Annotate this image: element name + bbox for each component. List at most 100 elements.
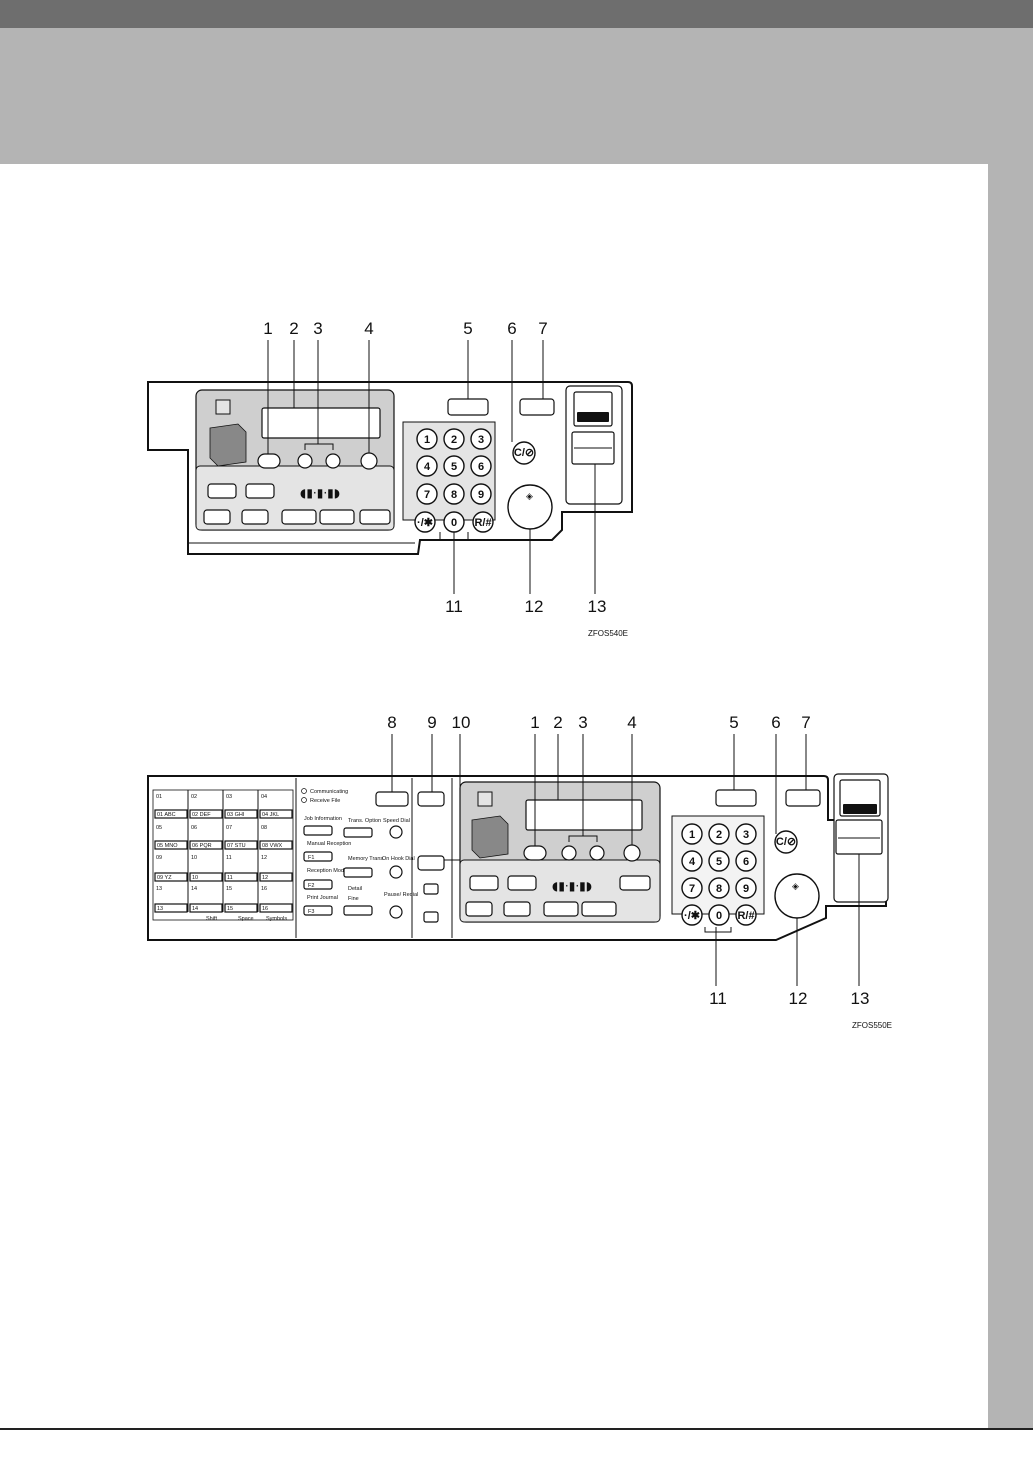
f2-key[interactable]: [303, 879, 333, 890]
fig1-key-star-label: ·/✱: [417, 517, 433, 529]
fig2-key-6[interactable]: [735, 850, 757, 872]
quick-dial-key[interactable]: [189, 840, 223, 850]
quick-dial-key[interactable]: [189, 872, 223, 882]
qd-key-label: 12: [262, 875, 268, 881]
bottom-rule: [0, 1428, 1033, 1430]
quick-dial-key[interactable]: [224, 809, 258, 819]
density-scale: ◖▮·▮·▮◗: [300, 486, 340, 500]
quick-dial-key[interactable]: [189, 903, 223, 913]
fig2-left-arrow-button[interactable]: [561, 845, 577, 861]
fig1-key-5[interactable]: [443, 455, 465, 477]
fig1-left-arrow-button[interactable]: [297, 453, 313, 469]
fig1-btn-5[interactable]: [447, 398, 489, 416]
fig2-key-4[interactable]: [681, 850, 703, 872]
fig1-btn-1[interactable]: [257, 453, 281, 469]
fig2-btn-10[interactable]: [417, 855, 445, 871]
fine-label: Fine: [348, 896, 359, 902]
fig2-callout-9: 9: [427, 713, 436, 732]
fig2-small-key-b[interactable]: [423, 911, 439, 923]
fig2-small-key-a[interactable]: [423, 883, 439, 895]
fig2-btn-9[interactable]: [417, 791, 445, 807]
qd-label: 15: [226, 886, 232, 892]
quick-dial-key[interactable]: [259, 840, 293, 850]
quick-dial-key[interactable]: [259, 809, 293, 819]
fig2-btn-1[interactable]: [523, 845, 547, 861]
qd-label: 14: [191, 886, 197, 892]
qd-label: 07: [226, 825, 232, 831]
fig1-key-8[interactable]: [443, 483, 465, 505]
fig1-key-9[interactable]: [470, 483, 492, 505]
fig2-power-switch[interactable]: [835, 819, 883, 855]
fig1-key-6[interactable]: [470, 455, 492, 477]
fig1-key-8-label: 8: [451, 489, 457, 501]
fig2-key-hash[interactable]: [735, 904, 757, 926]
quick-dial-key[interactable]: [154, 809, 188, 819]
fig1-key-1[interactable]: [416, 428, 438, 450]
fig1-key-2[interactable]: [443, 428, 465, 450]
job-information-key[interactable]: [303, 825, 333, 836]
quick-dial-key[interactable]: [189, 809, 223, 819]
fig2-right-arrow-button[interactable]: [589, 845, 605, 861]
qd-key-label: 08 VWX: [262, 843, 283, 849]
fig1-key-0-label: 0: [451, 517, 457, 529]
fig1-btn-7[interactable]: [519, 398, 555, 416]
fig1-right-arrow-button[interactable]: [325, 453, 341, 469]
fig2-btn-8[interactable]: [375, 791, 409, 807]
detail-label: Detail: [348, 886, 362, 892]
memory-trans-key[interactable]: [343, 867, 373, 878]
resolution-key[interactable]: [343, 905, 373, 916]
f1-key-label: F1: [308, 855, 314, 861]
fig2-clear-stop-label: C/⊘: [776, 836, 796, 848]
fig2-key-5[interactable]: [708, 850, 730, 872]
fig2-start-key[interactable]: [774, 873, 820, 919]
qd-key-label: 06 PQR: [192, 843, 212, 849]
fig2-btn-5[interactable]: [715, 789, 757, 807]
fig1-clear-stop-key[interactable]: [512, 441, 536, 465]
fig2-key-3[interactable]: [735, 823, 757, 845]
fig1-key-4[interactable]: [416, 455, 438, 477]
reception-mode-label: Reception Mode: [307, 868, 347, 874]
qd-label: 08: [261, 825, 267, 831]
trans-option-key[interactable]: [343, 827, 373, 838]
fig1-key-7[interactable]: [416, 483, 438, 505]
quick-dial-key[interactable]: [154, 903, 188, 913]
fig2-key-1[interactable]: [681, 823, 703, 845]
fig1-callout-2: 2: [289, 319, 298, 338]
density-scale: ◖▮·▮·▮◗: [552, 879, 592, 893]
fig2-key-9-label: 9: [743, 883, 749, 895]
fig1-key-3[interactable]: [470, 428, 492, 450]
fig1-btn-4[interactable]: [360, 452, 378, 470]
copier-icon: [209, 423, 247, 467]
quick-dial-key[interactable]: [224, 903, 258, 913]
fig1-key-hash[interactable]: [472, 511, 494, 533]
quick-dial-key[interactable]: [154, 872, 188, 882]
fig1-code: ZFOS540E: [588, 629, 628, 638]
fig2-clear-stop-key[interactable]: [774, 830, 798, 854]
fig2-callout-8: 8: [387, 713, 396, 732]
fig2-key-9[interactable]: [735, 877, 757, 899]
fig2-key-2[interactable]: [708, 823, 730, 845]
quick-dial-key[interactable]: [259, 903, 293, 913]
fig2-key-star[interactable]: [681, 904, 703, 926]
fig2-btn-7[interactable]: [785, 789, 821, 807]
fig2-key-2-label: 2: [716, 829, 722, 841]
speed-dial-key[interactable]: [389, 825, 403, 839]
fig2-key-0[interactable]: [708, 904, 730, 926]
pause-redial-key[interactable]: [389, 905, 403, 919]
copier-icon: [471, 815, 509, 859]
fig1-key-6-label: 6: [478, 461, 484, 473]
quick-dial-key[interactable]: [224, 872, 258, 882]
quick-dial-key[interactable]: [154, 840, 188, 850]
quick-dial-key[interactable]: [259, 872, 293, 882]
fig2-key-8[interactable]: [708, 877, 730, 899]
quick-dial-key[interactable]: [224, 840, 258, 850]
fig1-callout-6: 6: [507, 319, 516, 338]
f3-key[interactable]: [303, 905, 333, 916]
f1-key[interactable]: [303, 851, 333, 862]
on-hook-dial-key[interactable]: [389, 865, 403, 879]
fig2-key-hash-label: R/#: [737, 910, 754, 922]
fig2-btn-4[interactable]: [623, 844, 641, 862]
fig1-key-star[interactable]: [414, 511, 436, 533]
fig2-key-7[interactable]: [681, 877, 703, 899]
